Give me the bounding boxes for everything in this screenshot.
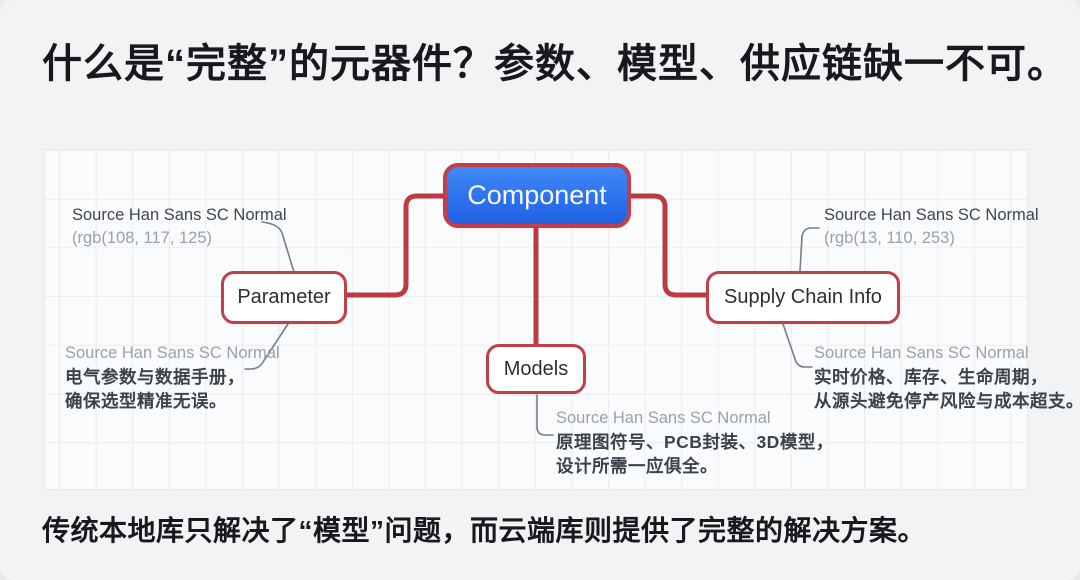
- annotation-models-desc-line1: 原理图符号、PCB封装、3D模型，: [556, 432, 834, 452]
- annotation-supply-font: Source Han Sans SC Normal (rgb(13, 110, …: [824, 204, 1039, 250]
- footer-caption: 传统本地库只解决了“模型”问题，而云端库则提供了完整的解决方案。: [42, 515, 927, 546]
- node-component-label: Component: [467, 180, 607, 210]
- annotation-supply-font-name: Source Han Sans SC Normal: [824, 206, 1039, 224]
- node-component: Component: [443, 163, 631, 228]
- annotation-supply-font-color: (rgb(13, 110, 253): [824, 229, 955, 247]
- annotation-parameter-desc-line1: 电气参数与数据手册，: [65, 367, 245, 387]
- annotation-parameter-font-color: (rgb(108, 117, 125): [72, 229, 213, 247]
- annotation-parameter-desc-line2: 确保选型精准无误。: [65, 391, 227, 411]
- node-supply-chain-label: Supply Chain Info: [724, 286, 882, 308]
- annotation-parameter-font: Source Han Sans SC Normal (rgb(108, 117,…: [72, 204, 287, 250]
- annotation-supply-desc: Source Han Sans SC Normal 实时价格、库存、生命周期， …: [814, 342, 1080, 413]
- annotation-supply-desc-line2: 从源头避免停产风险与成本超支。: [814, 391, 1080, 411]
- node-models: Models: [486, 344, 586, 394]
- annotation-models-desc-font: Source Han Sans SC Normal: [556, 409, 771, 427]
- annotation-models-desc: Source Han Sans SC Normal 原理图符号、PCB封装、3D…: [556, 407, 834, 478]
- node-supply-chain: Supply Chain Info: [706, 271, 900, 324]
- node-parameter-label: Parameter: [237, 286, 331, 308]
- annotation-parameter-desc: Source Han Sans SC Normal 电气参数与数据手册， 确保选…: [65, 342, 280, 413]
- node-models-label: Models: [503, 357, 569, 380]
- node-parameter: Parameter: [221, 271, 347, 324]
- page-title: 什么是“完整”的元器件？参数、模型、供应链缺一不可。: [42, 42, 1068, 86]
- annotation-supply-desc-font: Source Han Sans SC Normal: [814, 344, 1029, 362]
- annotation-parameter-desc-font: Source Han Sans SC Normal: [65, 344, 280, 362]
- annotation-parameter-font-name: Source Han Sans SC Normal: [72, 206, 287, 224]
- annotation-models-desc-line2: 设计所需一应俱全。: [556, 456, 718, 476]
- annotation-supply-desc-line1: 实时价格、库存、生命周期，: [814, 367, 1048, 387]
